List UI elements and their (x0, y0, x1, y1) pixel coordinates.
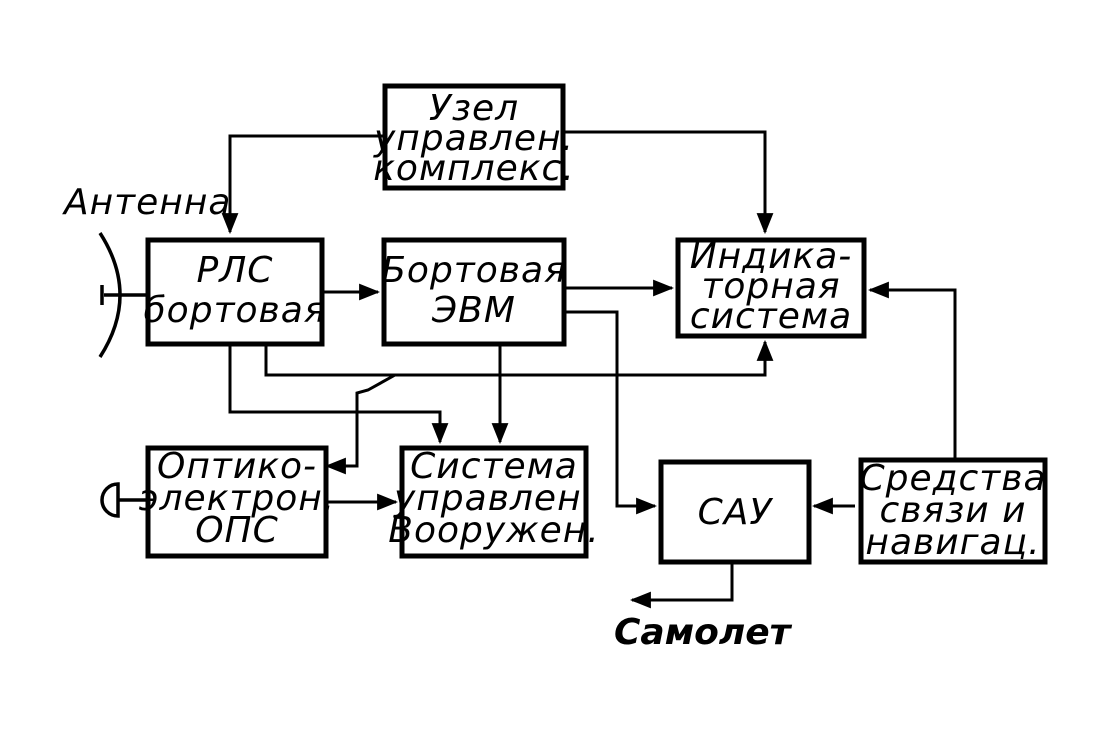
block-label-line: РЛС (197, 250, 274, 291)
optical-system-block: Оптико- электрон. ОПС (139, 445, 336, 559)
navigation-block: Средства связи и навигац. (858, 457, 1048, 565)
block-label-line: Система (410, 446, 578, 487)
junction-dot (653, 284, 661, 292)
wire-control-to-radar (221, 134, 385, 235)
indicator-block: Индика- торная система (675, 236, 867, 339)
computer-block: Бортовая ЭВМ (381, 237, 567, 347)
block-label-line: Вооружен. (388, 510, 599, 551)
control-node-block: Узел управлен. комплекс. (373, 83, 575, 191)
block-label-line: электрон. (139, 478, 336, 519)
wire-radar-to-weapons (228, 344, 449, 445)
block-label-line: навигац. (865, 522, 1040, 563)
block-label-line: Средства (859, 458, 1046, 499)
autopilot-block: САУ (658, 459, 812, 565)
antenna-label: Антенна (62, 182, 231, 223)
block-label-line: управлен. (373, 118, 574, 159)
block-label-line: Индика- (690, 236, 853, 277)
junction-dot (880, 286, 888, 294)
block-label-line: Узел (429, 88, 519, 129)
block-label-line: Оптико- (157, 446, 317, 487)
wire-control-to-indicator (563, 130, 774, 235)
block-label-line: ОПС (195, 510, 279, 551)
optical-sensor-icon (100, 482, 148, 518)
block-label-line: бортовая (143, 290, 326, 331)
wire-computer-to-autopilot (564, 310, 658, 515)
block-label-line: связи и (879, 490, 1026, 531)
weapons-control-block: Система управлен. Вооружен. (388, 445, 599, 559)
wire-radar-to-indicator (264, 339, 774, 377)
wire-autopilot-to-aircraft (629, 562, 734, 609)
block-label-line: система (690, 296, 852, 337)
aircraft-label: Самолет (614, 612, 793, 653)
antenna-icon (98, 232, 148, 358)
block-label-line: ЭВМ (431, 290, 516, 331)
block-label-line: САУ (698, 492, 774, 533)
block-label-line: торная (701, 266, 840, 307)
block-label-line: управлен. (393, 478, 594, 519)
wire-navigation-to-indicator (867, 281, 957, 460)
block-label-line: комплекс. (373, 148, 575, 189)
radar-block: РЛС бортовая (143, 237, 326, 347)
wire-crossover-to-optical (324, 373, 396, 475)
block-label-line: Бортовая (381, 250, 567, 291)
